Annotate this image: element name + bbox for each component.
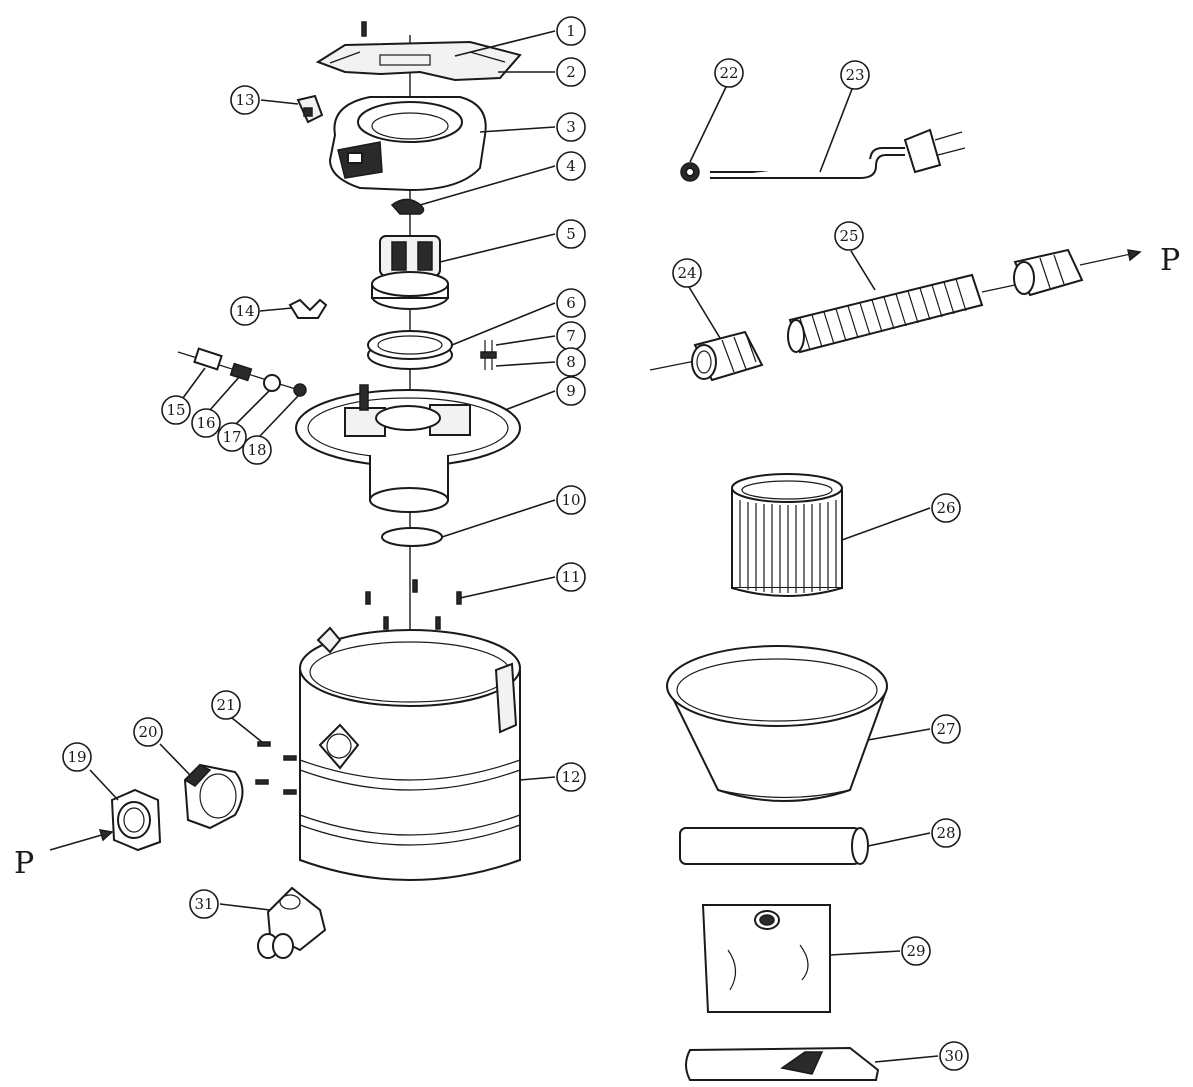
part-9-head-base bbox=[295, 384, 521, 513]
callout-19-label: 19 bbox=[67, 748, 86, 766]
inlet-arrowhead bbox=[98, 829, 114, 842]
leader-lines bbox=[89, 30, 939, 1063]
part-27-filter-basket bbox=[666, 645, 888, 802]
part-2-handle bbox=[315, 40, 522, 82]
callout-19: 19 bbox=[62, 742, 92, 772]
callout-12: 12 bbox=[556, 762, 586, 792]
callout-23: 23 bbox=[840, 60, 870, 90]
callout-23-label: 23 bbox=[845, 66, 864, 84]
callout-9-label: 9 bbox=[566, 382, 576, 400]
callout-15: 15 bbox=[161, 395, 191, 425]
callout-1: 1 bbox=[556, 16, 586, 46]
part-15-18-float-assembly bbox=[177, 347, 307, 397]
part-5-motor bbox=[371, 235, 449, 310]
callout-5-label: 5 bbox=[566, 225, 576, 243]
callout-21-label: 21 bbox=[216, 696, 235, 714]
callout-30-label: 30 bbox=[944, 1047, 963, 1065]
callout-4: 4 bbox=[556, 151, 586, 181]
callout-22: 22 bbox=[714, 58, 744, 88]
callout-24: 24 bbox=[672, 258, 702, 288]
callout-2: 2 bbox=[556, 57, 586, 87]
inlet-p-marker: P bbox=[14, 846, 34, 881]
part-22-cord-grommet bbox=[680, 162, 700, 182]
callout-29-label: 29 bbox=[906, 942, 925, 960]
callout-24-label: 24 bbox=[677, 264, 696, 282]
callout-5: 5 bbox=[556, 219, 586, 249]
callout-26-label: 26 bbox=[936, 499, 955, 517]
callout-6: 6 bbox=[556, 288, 586, 318]
callout-14-label: 14 bbox=[235, 302, 254, 320]
part-26-cartridge-filter bbox=[731, 473, 843, 597]
hose-end-arrowhead bbox=[1127, 249, 1142, 262]
callout-28-label: 28 bbox=[936, 824, 955, 842]
callout-26: 26 bbox=[931, 493, 961, 523]
callout-1-label: 1 bbox=[566, 22, 576, 40]
callout-29: 29 bbox=[901, 936, 931, 966]
callout-11: 11 bbox=[556, 562, 586, 592]
part-29-dust-bag bbox=[701, 904, 831, 1013]
callout-8-label: 8 bbox=[566, 353, 576, 371]
part-20-inlet-elbow bbox=[183, 763, 244, 830]
callout-11-label: 11 bbox=[561, 568, 580, 586]
callout-25: 25 bbox=[834, 221, 864, 251]
callout-8: 8 bbox=[556, 347, 586, 377]
callout-3-label: 3 bbox=[566, 118, 576, 136]
callout-9: 9 bbox=[556, 376, 586, 406]
callout-14: 14 bbox=[230, 296, 260, 326]
callout-31-label: 31 bbox=[194, 895, 213, 913]
hose-end-p-marker: P bbox=[1160, 243, 1180, 278]
part-19-inlet-flange bbox=[110, 788, 162, 852]
part-24-hose-cuff bbox=[649, 330, 764, 382]
part-4-clip bbox=[390, 198, 425, 215]
callout-16-label: 16 bbox=[196, 414, 215, 432]
part-3-motor-cover bbox=[328, 96, 487, 192]
callout-31: 31 bbox=[189, 889, 219, 919]
callout-30: 30 bbox=[939, 1041, 969, 1071]
callout-13-label: 13 bbox=[235, 91, 254, 109]
part-13-switch bbox=[296, 94, 324, 124]
part-14-bracket bbox=[288, 298, 328, 319]
callout-16: 16 bbox=[191, 408, 221, 438]
callout-12-label: 12 bbox=[561, 768, 580, 786]
callout-2-label: 2 bbox=[566, 63, 576, 81]
callout-17-label: 17 bbox=[222, 428, 241, 446]
part-12-tank bbox=[299, 626, 521, 881]
callout-18: 18 bbox=[242, 435, 272, 465]
part-11-screws bbox=[365, 579, 462, 630]
part-21-screws bbox=[255, 741, 297, 795]
part-10-filter-disc bbox=[381, 527, 443, 547]
callout-18-label: 18 bbox=[247, 441, 266, 459]
part-31-castor bbox=[257, 886, 327, 959]
part-23-power-cord bbox=[710, 128, 966, 179]
callout-10: 10 bbox=[556, 485, 586, 515]
callout-13: 13 bbox=[230, 85, 260, 115]
callout-21: 21 bbox=[211, 690, 241, 720]
part-28-foam-sleeve bbox=[679, 827, 869, 865]
callout-6-label: 6 bbox=[566, 294, 576, 312]
callout-4-label: 4 bbox=[566, 157, 576, 175]
callout-25-label: 25 bbox=[839, 227, 858, 245]
callout-20: 20 bbox=[133, 717, 163, 747]
callout-27-label: 27 bbox=[936, 720, 955, 738]
callout-15-label: 15 bbox=[166, 401, 185, 419]
callout-28: 28 bbox=[931, 818, 961, 848]
callout-10-label: 10 bbox=[561, 491, 580, 509]
callout-20-label: 20 bbox=[138, 723, 157, 741]
part-25-hose bbox=[787, 248, 1141, 354]
callout-3: 3 bbox=[556, 112, 586, 142]
callout-22-label: 22 bbox=[719, 64, 738, 82]
part-6-seal-ring bbox=[367, 330, 453, 370]
callout-7: 7 bbox=[556, 321, 586, 351]
part-7-8-terminals bbox=[480, 340, 497, 370]
part-30-crevice-tool bbox=[685, 1046, 880, 1081]
callout-17: 17 bbox=[217, 422, 247, 452]
callout-7-label: 7 bbox=[566, 327, 576, 345]
callout-27: 27 bbox=[931, 714, 961, 744]
